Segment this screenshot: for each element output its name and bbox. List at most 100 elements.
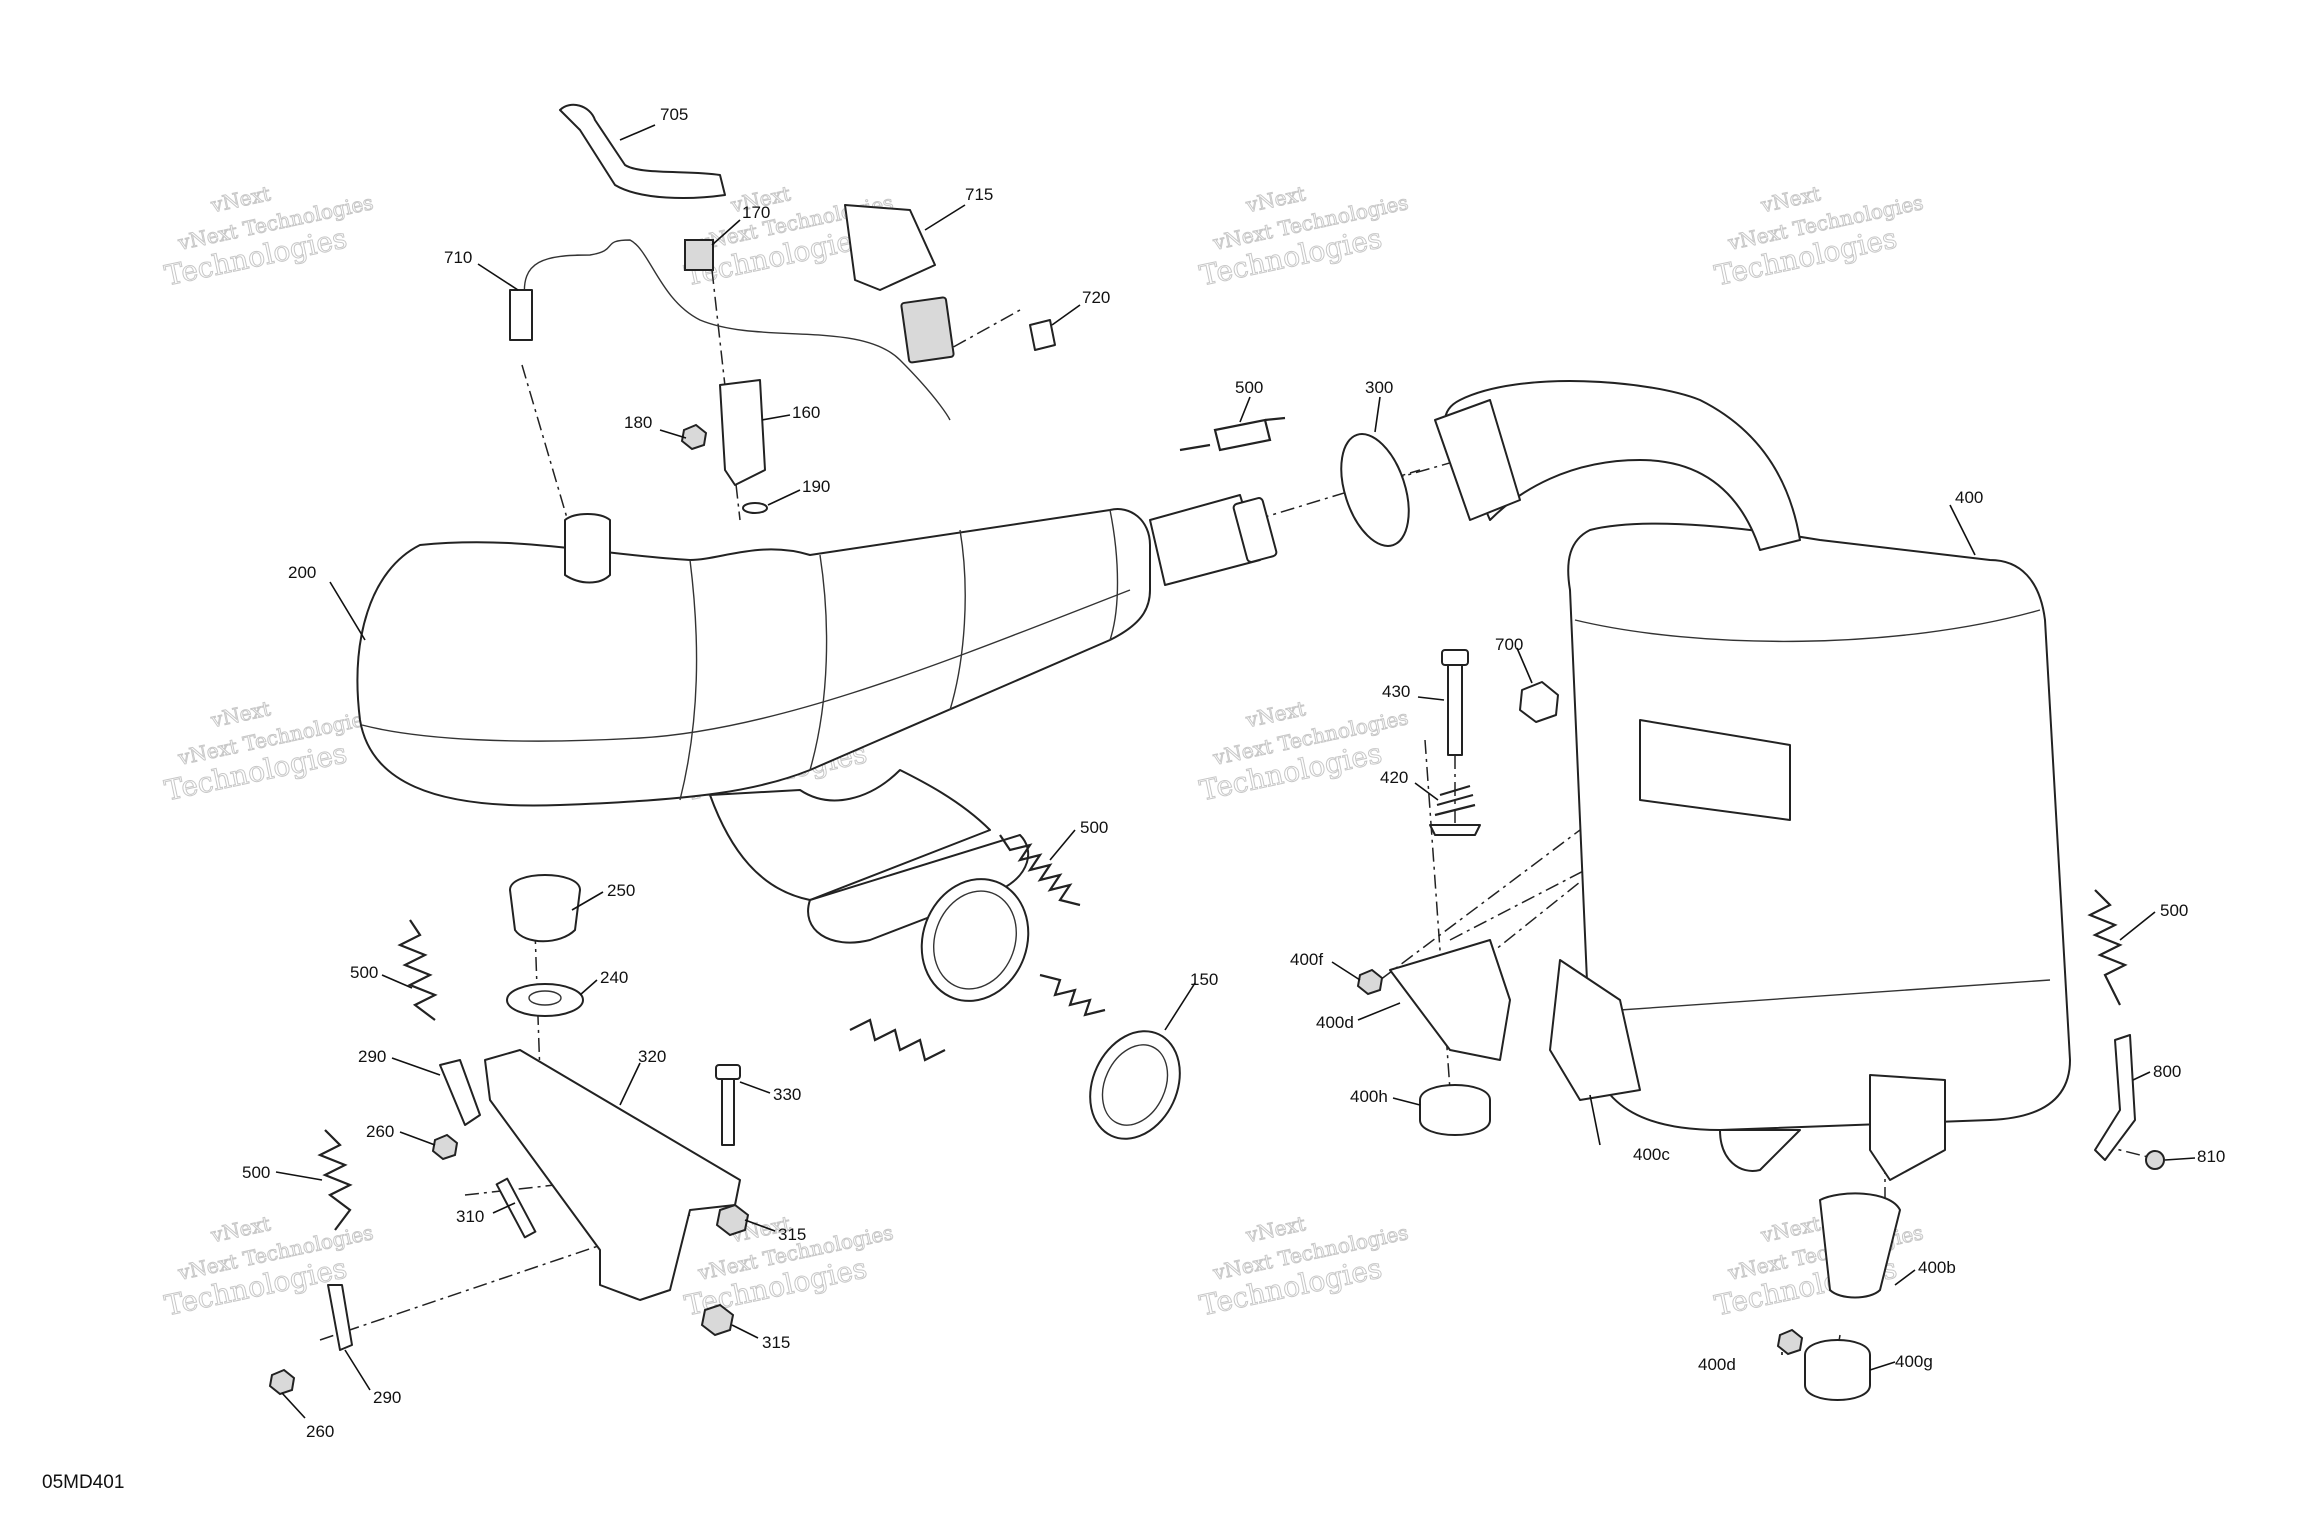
callout-500-b: 500 bbox=[1080, 818, 1108, 837]
callout-500-d: 500 bbox=[2160, 901, 2188, 920]
callout-190: 190 bbox=[802, 477, 830, 496]
nut-260 bbox=[431, 1133, 459, 1161]
callout-315-a: 315 bbox=[778, 1225, 806, 1244]
cover-715 bbox=[844, 204, 936, 291]
leader-line bbox=[744, 1219, 776, 1232]
damper-400g bbox=[1804, 1339, 1871, 1401]
leader-line bbox=[579, 979, 598, 996]
watermark: vNext vNext Technologies Technologies bbox=[1196, 181, 1411, 293]
pipe-section-line bbox=[949, 529, 966, 711]
callout-810: 810 bbox=[2197, 1147, 2225, 1166]
watermark: vNext vNext Technologies Technologies bbox=[161, 1211, 376, 1323]
clip-290 bbox=[327, 1284, 353, 1351]
clip-290 bbox=[439, 1059, 481, 1126]
leader-line bbox=[1374, 396, 1381, 433]
clip-720 bbox=[1029, 319, 1056, 351]
bolt-310 bbox=[495, 1177, 537, 1239]
clamp-150 bbox=[1089, 1030, 1181, 1140]
nut-260 bbox=[268, 1368, 296, 1396]
expansion-chamber-200 bbox=[356, 494, 1278, 1002]
bracket-160 bbox=[719, 379, 766, 486]
leader-line bbox=[492, 1202, 516, 1214]
watermark: vNext vNext Technologies Technologies bbox=[161, 696, 376, 808]
bracket-320 bbox=[484, 1049, 741, 1301]
leader-line bbox=[619, 124, 656, 141]
spring-500 bbox=[2087, 889, 2128, 1006]
leader-line bbox=[1331, 961, 1361, 981]
leader-line bbox=[2119, 911, 2156, 941]
spring-500 bbox=[1039, 973, 1106, 1017]
spring-hook-tab bbox=[1232, 497, 1278, 563]
callout-180: 180 bbox=[624, 413, 652, 432]
leader-line bbox=[399, 1131, 436, 1146]
callout-710: 710 bbox=[444, 248, 472, 267]
callout-705: 705 bbox=[660, 105, 688, 124]
sensor-cable-710 bbox=[523, 239, 951, 421]
callout-315-b: 315 bbox=[762, 1333, 790, 1352]
bolt-430-head bbox=[1441, 649, 1469, 666]
leader-line bbox=[1392, 1097, 1421, 1106]
callout-720: 720 bbox=[1082, 288, 1110, 307]
callout-400d-2: 400d bbox=[1698, 1355, 1736, 1374]
callout-260-b: 260 bbox=[306, 1422, 334, 1441]
leader-line bbox=[711, 219, 741, 246]
callout-150: 150 bbox=[1190, 970, 1218, 989]
leader-line bbox=[767, 489, 801, 506]
spring-500 bbox=[397, 919, 438, 1021]
leader-line bbox=[659, 429, 687, 439]
callout-400f: 400f bbox=[1290, 950, 1323, 969]
leader-line bbox=[344, 1349, 371, 1391]
leader-line bbox=[1414, 782, 1439, 801]
leader-line bbox=[1949, 504, 1976, 556]
grommet-420 bbox=[1429, 824, 1481, 836]
pipe-bend bbox=[709, 769, 991, 901]
leader-line bbox=[1357, 1002, 1401, 1021]
muffler-can bbox=[1567, 522, 2071, 1131]
callout-330: 330 bbox=[773, 1085, 801, 1104]
nut-400d bbox=[1776, 1328, 1804, 1356]
sensor-boss bbox=[564, 513, 611, 584]
callout-400b: 400b bbox=[1918, 1258, 1956, 1277]
spring-500 bbox=[999, 834, 1081, 907]
watermark: vNext vNext Technologies Technologies bbox=[161, 181, 376, 293]
screw-810 bbox=[2145, 1150, 2165, 1170]
callout-260-a: 260 bbox=[366, 1122, 394, 1141]
callouts: 705 170 715 710 720 160 180 190 500 300 … bbox=[242, 105, 2225, 1441]
muffler-bracket-plate bbox=[1639, 719, 1791, 821]
assembly-line bbox=[521, 364, 573, 536]
muffler-inlet-pipe bbox=[1444, 380, 1801, 551]
pipe-outlet-inner bbox=[933, 890, 1017, 990]
callout-715: 715 bbox=[965, 185, 993, 204]
washer-190 bbox=[742, 502, 768, 514]
watermark: vNext vNext Technologies Technologies bbox=[681, 1211, 896, 1323]
assembly-line bbox=[929, 309, 1021, 361]
bracket-400d bbox=[1389, 939, 1511, 1061]
callout-500-c: 500 bbox=[350, 963, 378, 982]
spring-500 bbox=[1179, 416, 1286, 452]
diagram-reference-code: 05MD401 bbox=[42, 1472, 124, 1493]
watermark: vNext vNext Technologies Technologies bbox=[1196, 1211, 1411, 1323]
callout-160: 160 bbox=[792, 403, 820, 422]
leader-line bbox=[281, 1392, 306, 1419]
spring-500 bbox=[849, 1018, 946, 1062]
bolt-330 bbox=[721, 1074, 735, 1146]
bracket-400b-mount bbox=[1869, 1074, 1946, 1181]
callout-430: 430 bbox=[1382, 682, 1410, 701]
assembly-line bbox=[1424, 739, 1451, 1091]
connector-170 bbox=[684, 239, 714, 271]
sensor-710 bbox=[509, 289, 533, 341]
leader-line bbox=[2132, 1071, 2151, 1081]
nut-400f bbox=[1356, 968, 1384, 996]
leader-line bbox=[1049, 829, 1076, 861]
leader-line bbox=[761, 414, 791, 421]
pipe-seam bbox=[361, 589, 1131, 742]
callout-800: 800 bbox=[2153, 1062, 2181, 1081]
leader-line bbox=[1869, 1361, 1896, 1371]
callout-400: 400 bbox=[1955, 488, 1983, 507]
bracket-400c bbox=[1549, 959, 1641, 1101]
callout-200: 200 bbox=[288, 563, 316, 582]
washer-240 bbox=[506, 983, 584, 1017]
nut-315 bbox=[700, 1303, 735, 1337]
callout-320: 320 bbox=[638, 1047, 666, 1066]
leader-line bbox=[1894, 1269, 1916, 1286]
